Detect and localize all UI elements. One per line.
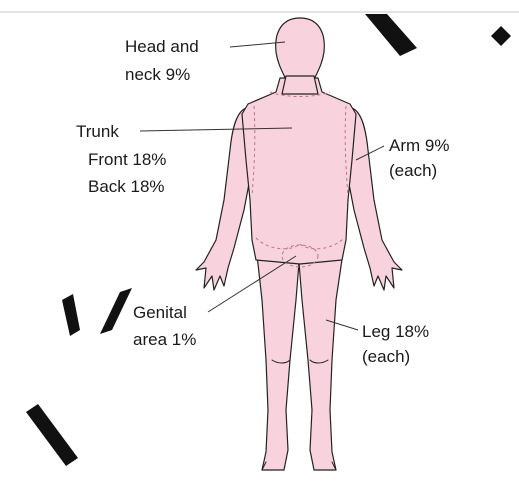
watermark-stroke-v2 (100, 288, 132, 334)
watermark-diamond (491, 26, 511, 46)
watermark-stroke-v (26, 404, 78, 466)
watermark-stroke-left (62, 294, 80, 336)
trunk-label-line2: Front 18% (88, 150, 166, 169)
body-figure (196, 18, 402, 470)
leg-label-line2: (each) (362, 347, 410, 366)
genital-label-line2: area 1% (133, 330, 196, 349)
watermark-stroke-top (365, 14, 417, 56)
arm-label-line1: Arm 9% (389, 136, 449, 155)
head-label-line2: neck 9% (125, 65, 190, 84)
trunk-label-line3: Back 18% (88, 177, 165, 196)
left-leg (256, 246, 300, 470)
head (276, 18, 325, 80)
right-leg (298, 246, 344, 470)
trunk-label-line1: Trunk (76, 122, 119, 141)
torso (242, 78, 356, 264)
neck (282, 76, 318, 94)
genital-label-line1: Genital (133, 303, 187, 322)
head-label-line1: Head and (125, 37, 199, 56)
leg-label-line1: Leg 18% (362, 322, 429, 341)
arm-label-line2: (each) (389, 161, 437, 180)
